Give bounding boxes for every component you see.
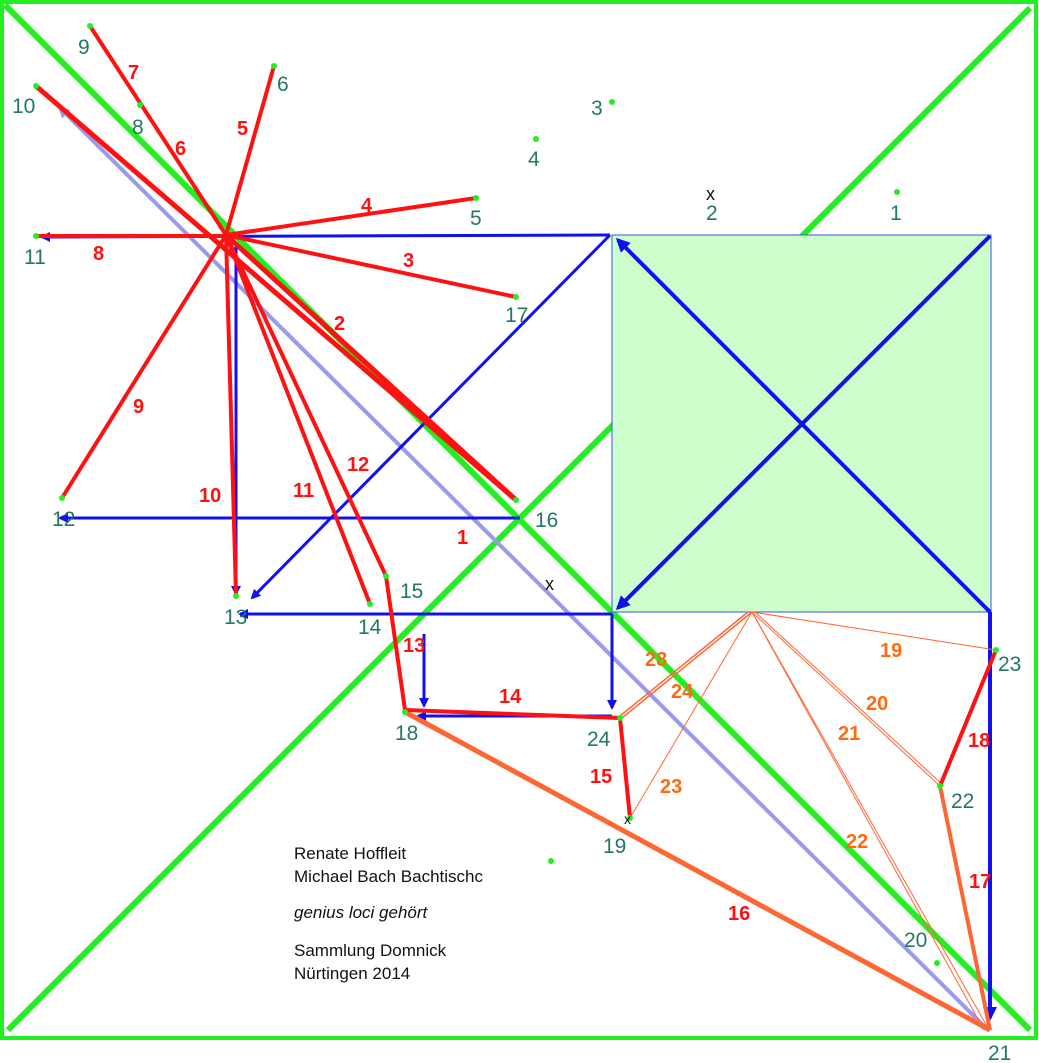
credit-line-5: Nürtingen 2014: [294, 964, 411, 983]
point-label-14: 14: [358, 616, 382, 639]
orange-line-22: [751, 611, 985, 1031]
segment-label-15: 15: [590, 766, 612, 788]
segment-label-10: 10: [199, 485, 221, 507]
orange-line-24: [621, 611, 753, 719]
point-label-13: 13: [224, 606, 247, 629]
point-label-10: 10: [12, 95, 35, 118]
point-label-2: 2: [706, 202, 718, 225]
point-label-9: 9: [78, 36, 90, 59]
segment-label-6: 6: [175, 138, 186, 160]
point-label-3: 3: [591, 97, 603, 120]
red-line-15: [618, 716, 632, 820]
orange-line-28: [619, 611, 749, 717]
red-line-4: [224, 196, 478, 237]
segment-label-5: 5: [237, 118, 248, 140]
point-label-24: 24: [587, 728, 611, 751]
segment-label-8: 8: [93, 243, 104, 265]
blue-arrow-top-to-13: [250, 233, 612, 600]
outer-frame: [0, 0, 1038, 1040]
segment-label-18: 18: [968, 730, 990, 752]
point-label-18: 18: [395, 722, 418, 745]
point-label-21: 21: [988, 1042, 1011, 1063]
segment-label-14: 14: [499, 686, 522, 708]
credits: Renate Hoffleit Michael Bach Bachtischc …: [294, 842, 654, 985]
point-dots: [33, 23, 999, 966]
segment-label-23: 23: [660, 776, 682, 798]
segment-label-12: 12: [347, 454, 369, 476]
point-label-12: 12: [52, 508, 75, 531]
point-label-11: 11: [24, 246, 46, 269]
credit-line-4: Sammlung Domnick: [294, 941, 447, 960]
point-label-22: 22: [951, 790, 974, 813]
red-line-7-6: [88, 24, 228, 237]
orange-segment-labels: 19 20 21 22 23 24 28: [645, 640, 902, 853]
segment-label-22: 22: [846, 831, 868, 853]
marker-x-center: x: [545, 574, 554, 594]
point-label-17: 17: [505, 304, 528, 327]
red-line-11: [224, 233, 372, 606]
red-line-1: [33, 83, 519, 503]
red-segment-labels: 1 2 3 4 5 6 7 8 9 10 11 12 13 14 15 16 1…: [93, 62, 991, 925]
segment-label-24: 24: [671, 681, 694, 703]
point-label-20: 20: [904, 929, 927, 952]
segment-label-9: 9: [133, 396, 144, 418]
point-labels: 1 2 3 4 5 6 8 9 10 11 12 13 14 15 16 17 …: [12, 36, 1021, 1063]
point-label-5: 5: [470, 207, 482, 230]
orange-line-19: [751, 611, 997, 651]
orange-line-16: [403, 709, 992, 1033]
segment-label-21: 21: [838, 723, 860, 745]
point-label-6: 6: [277, 73, 289, 96]
orange-line-23: [629, 611, 753, 819]
red-line-14: [403, 708, 622, 720]
orange-line-21: [751, 611, 989, 1029]
segment-label-13: 13: [403, 635, 425, 657]
lavender-arrow: [57, 105, 990, 1032]
orange-line-20: [751, 611, 941, 787]
red-line-9: [60, 233, 228, 500]
segment-label-11: 11: [293, 480, 314, 502]
segment-label-3: 3: [403, 250, 414, 272]
red-line-10: [224, 233, 238, 596]
segment-label-1: 1: [457, 527, 468, 549]
blue-arrow-square-diagonal-nw: [615, 237, 992, 614]
orange-line-17: [938, 785, 992, 1031]
red-line-12: [224, 233, 388, 578]
segment-label-28: 28: [645, 649, 667, 671]
credit-line-1: Renate Hoffleit: [294, 844, 407, 863]
orange-line-20b: [754, 611, 945, 787]
segment-label-7: 7: [128, 62, 139, 84]
orange-fan: [403, 611, 997, 1033]
red-line-3: [224, 233, 518, 299]
segment-label-2: 2: [334, 313, 345, 335]
segment-label-4: 4: [361, 195, 373, 217]
blue-arrow-square-diagonal-sw: [615, 234, 992, 611]
segment-label-19: 19: [880, 640, 902, 662]
point-label-16: 16: [535, 509, 558, 532]
red-line-2: [223, 232, 519, 503]
point-label-1: 1: [890, 202, 902, 225]
segment-label-16: 16: [728, 903, 750, 925]
point-label-4: 4: [528, 148, 540, 171]
segment-label-17: 17: [969, 871, 991, 893]
segment-label-20: 20: [866, 693, 888, 715]
credit-line-2: Michael Bach Bachtischc: [294, 867, 483, 886]
point-label-8: 8: [132, 116, 144, 139]
red-line-5: [224, 64, 276, 237]
marker-x-top: x: [706, 184, 715, 204]
red-paths: [33, 24, 998, 820]
point-label-19: 19: [603, 835, 626, 858]
red-line-18: [938, 648, 998, 788]
point-label-15: 15: [400, 580, 423, 603]
marker-x-19: x: [624, 811, 631, 827]
point-label-23: 23: [998, 653, 1021, 676]
work-title: genius loci gehört: [294, 903, 428, 922]
red-line-13: [384, 574, 407, 712]
